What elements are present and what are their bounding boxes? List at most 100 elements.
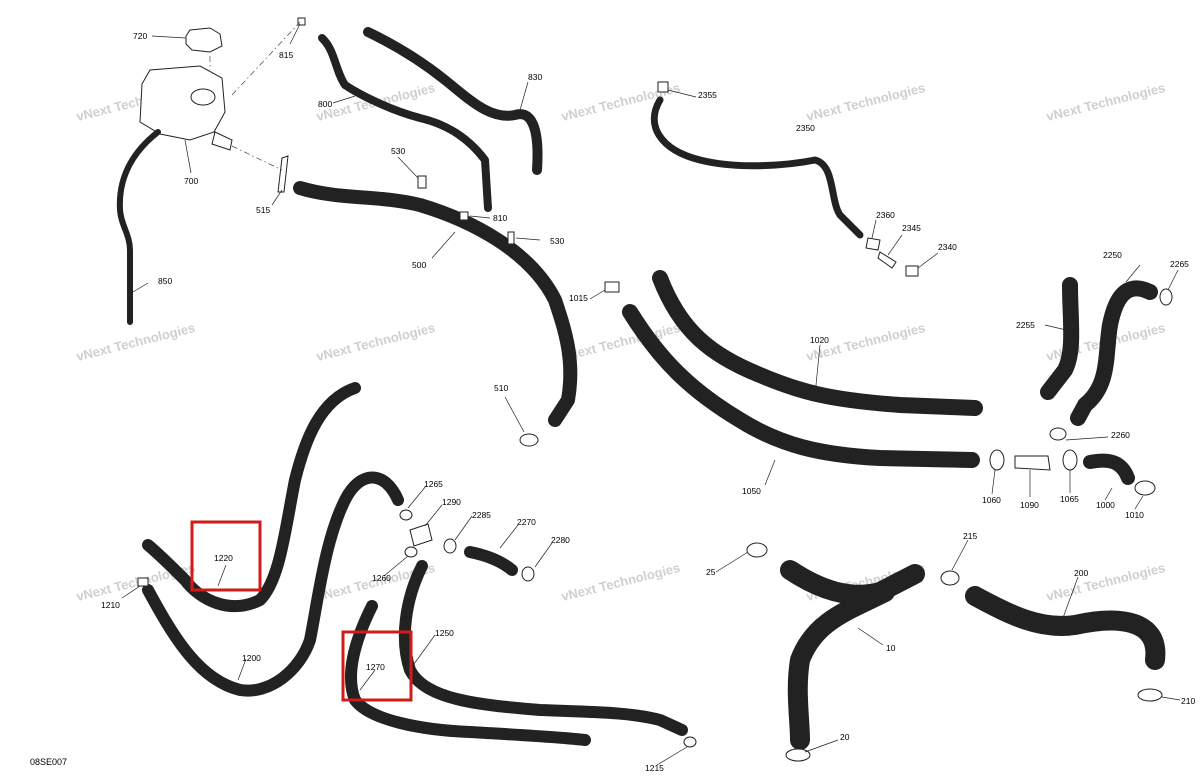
- label-850: 850: [158, 276, 172, 286]
- label-210: 210: [1181, 696, 1195, 706]
- lower-center-hoses: [345, 509, 697, 748]
- hose-500: [293, 181, 578, 427]
- clamp-215: [940, 570, 960, 586]
- label-25: 25: [706, 567, 716, 577]
- label-1090: 1090: [1020, 500, 1039, 510]
- label-20: 20: [840, 732, 850, 742]
- watermark-text: vNext Technologies: [75, 320, 197, 364]
- clamp-1215: [683, 736, 697, 748]
- fitting-1015: [604, 281, 620, 293]
- label-1210: 1210: [101, 600, 120, 610]
- label-10: 10: [886, 643, 896, 653]
- label-700: 700: [184, 176, 198, 186]
- clamp-1060: [989, 449, 1005, 471]
- label-1270: 1270: [366, 662, 385, 672]
- clamp-1010: [1134, 480, 1156, 496]
- label-530-upper: 530: [391, 146, 405, 156]
- label-720: 720: [133, 31, 147, 41]
- lower-right-hoses: [746, 542, 1166, 762]
- clip-2355: [657, 81, 669, 93]
- label-1050: 1050: [742, 486, 761, 496]
- watermark-text: vNext Technologies: [315, 320, 437, 364]
- label-2340: 2340: [938, 242, 957, 252]
- label-2355: 2355: [698, 90, 717, 100]
- label-2285: 2285: [472, 510, 491, 520]
- label-1015: 1015: [569, 293, 588, 303]
- leader-lines: [121, 23, 1181, 766]
- watermark-text: vNext Technologies: [1045, 560, 1167, 604]
- label-200: 200: [1074, 568, 1088, 578]
- dashed-connector: [231, 145, 283, 171]
- watermark-text: vNext Technologies: [560, 560, 682, 604]
- valve-2345: [877, 251, 897, 269]
- highlight-box-1220: [190, 520, 262, 592]
- diagram-code: 08SE007: [30, 757, 67, 767]
- clamp-2280: [521, 566, 535, 582]
- clamp-25: [746, 542, 768, 558]
- fitting-1290: [409, 523, 433, 547]
- highlight-box-1270: [341, 630, 413, 702]
- label-1020: 1020: [810, 335, 829, 345]
- clamp-210: [1137, 688, 1163, 702]
- clamp-1260: [404, 546, 418, 558]
- label-1290: 1290: [442, 497, 461, 507]
- connector-1090: [1014, 455, 1051, 471]
- label-1000: 1000: [1096, 500, 1115, 510]
- label-1065: 1065: [1060, 494, 1079, 504]
- clamp-1065: [1062, 449, 1078, 471]
- bolt-530: [507, 231, 515, 245]
- label-1265: 1265: [424, 479, 443, 489]
- label-2255: 2255: [1016, 320, 1035, 330]
- label-2250: 2250: [1103, 250, 1122, 260]
- label-2270: 2270: [517, 517, 536, 527]
- label-500: 500: [412, 260, 426, 270]
- watermarks: vNext Technologies vNext Technologies vN…: [75, 80, 1167, 604]
- hose-800: [318, 34, 492, 212]
- clamp-2260: [1049, 427, 1067, 441]
- dashed-connector: [231, 21, 301, 96]
- part-labels: 720 815 800 830 700 530 515 810 500 850 …: [30, 31, 1195, 773]
- upper-center-hoses: [293, 27, 620, 447]
- watermark-text: vNext Technologies: [1045, 80, 1167, 124]
- label-515: 515: [256, 205, 270, 215]
- filler-neck: [190, 88, 216, 106]
- clamp-20: [785, 748, 811, 762]
- label-1260: 1260: [372, 573, 391, 583]
- label-1060: 1060: [982, 495, 1001, 505]
- cap-2340: [905, 265, 919, 277]
- bolt-530: [417, 175, 427, 189]
- clamp-2265: [1159, 288, 1173, 306]
- hose-1250: [398, 560, 688, 736]
- label-800: 800: [318, 99, 332, 109]
- label-1200: 1200: [242, 653, 261, 663]
- label-810: 810: [493, 213, 507, 223]
- label-1250: 1250: [435, 628, 454, 638]
- label-215: 215: [963, 531, 977, 541]
- label-2350: 2350: [796, 123, 815, 133]
- reservoir-cap-720: [185, 27, 223, 53]
- label-510: 510: [494, 383, 508, 393]
- clamp-510: [519, 433, 539, 447]
- label-2345: 2345: [902, 223, 921, 233]
- label-2265: 2265: [1170, 259, 1189, 269]
- label-2280: 2280: [551, 535, 570, 545]
- clip-810: [459, 211, 469, 221]
- lower-left-hoses: [137, 382, 404, 697]
- label-2260: 2260: [1111, 430, 1130, 440]
- label-2360: 2360: [876, 210, 895, 220]
- bracket-515: [277, 155, 289, 193]
- watermark-text: vNext Technologies: [805, 80, 927, 124]
- label-1215: 1215: [645, 763, 664, 773]
- label-815: 815: [279, 50, 293, 60]
- clamp-1265: [399, 509, 413, 521]
- reservoir-outlet: [211, 131, 233, 151]
- reservoir-tank-700: [139, 65, 226, 141]
- upper-right-hose: [650, 81, 919, 277]
- clamp-2285: [443, 538, 457, 554]
- clip-815: [297, 17, 306, 26]
- coolant-reservoir-assembly: [116, 17, 306, 325]
- label-1220: 1220: [214, 553, 233, 563]
- label-830: 830: [528, 72, 542, 82]
- clip-1210: [137, 577, 149, 587]
